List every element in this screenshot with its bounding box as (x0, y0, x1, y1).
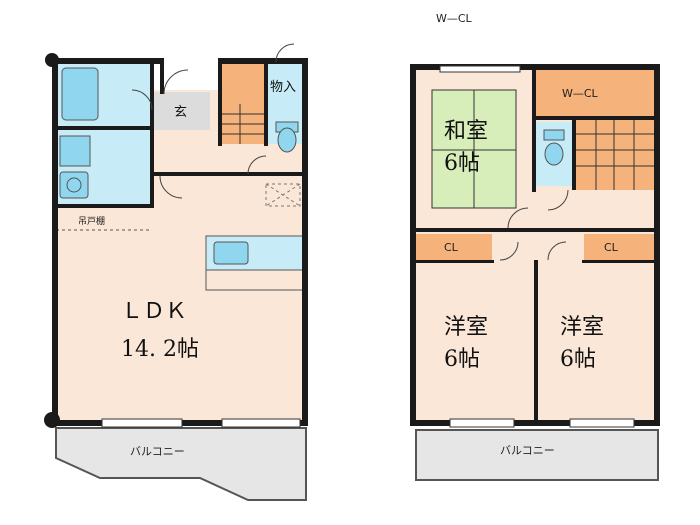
washing-machine-icon (59, 171, 89, 199)
doors-floor2 (499, 189, 569, 261)
cabinet-label: 吊戸棚 (78, 215, 105, 227)
window-sliding-1 (101, 418, 183, 428)
fridge-space (265, 183, 301, 207)
floor-2 (410, 64, 660, 481)
closet-left (416, 234, 492, 260)
toilet-icon (277, 127, 297, 153)
balcony-1 (55, 427, 307, 501)
washbasin-icon (59, 135, 91, 167)
window-upper (439, 65, 521, 73)
balcony-2-label: バルコニー (500, 444, 555, 457)
storage-box (222, 62, 264, 102)
cl-right-label: CL (604, 241, 619, 254)
yoshitsu-left-size: 6帖 (444, 347, 480, 372)
toilet-icon-2 (544, 142, 564, 166)
washitsu-name: 和室 (444, 119, 488, 144)
ldk-size: 14. 2帖 (121, 337, 199, 362)
sink-icon (213, 241, 249, 265)
storage-label: 物入 (270, 80, 296, 95)
corner-column-top (45, 53, 59, 67)
wcl-label: W—CL (562, 87, 599, 100)
walk-in-closet (536, 70, 654, 116)
doors-floor1 (131, 43, 295, 199)
balcony-2 (415, 429, 659, 481)
ldk-floor (56, 176, 306, 420)
kitchen-bar (205, 269, 307, 291)
window-lower-right (569, 418, 635, 428)
bathtub-icon (61, 67, 99, 121)
balcony-1-label: バルコニー (130, 445, 185, 458)
fridge-x2 (265, 183, 301, 207)
stairs-icon (222, 104, 264, 144)
closet-right (584, 234, 654, 260)
entrance (154, 92, 210, 130)
cl-left-label: CL (444, 241, 459, 254)
toilet-tank-2 (543, 129, 565, 141)
yoshitsu-left-name: 洋室 (444, 315, 488, 340)
stair-landing (222, 102, 264, 144)
stairs-icon-2 (576, 118, 654, 190)
yoshitsu-right-size: 6帖 (560, 347, 596, 372)
ldk-name: ＬＤＫ (121, 299, 187, 324)
floor-1 (44, 43, 308, 501)
washitsu-size: 6帖 (444, 151, 480, 176)
window-lower-left (449, 418, 515, 428)
yoshitsu-right-name: 洋室 (560, 315, 604, 340)
wcl-top-label: W—CL (436, 12, 473, 25)
washer-drum (66, 177, 82, 193)
entrance-label: 玄 (174, 105, 187, 120)
window-sliding-2 (221, 418, 301, 428)
corner-column-bottom (44, 412, 60, 428)
walls-floor2 (410, 64, 660, 426)
stairwell (576, 118, 654, 190)
